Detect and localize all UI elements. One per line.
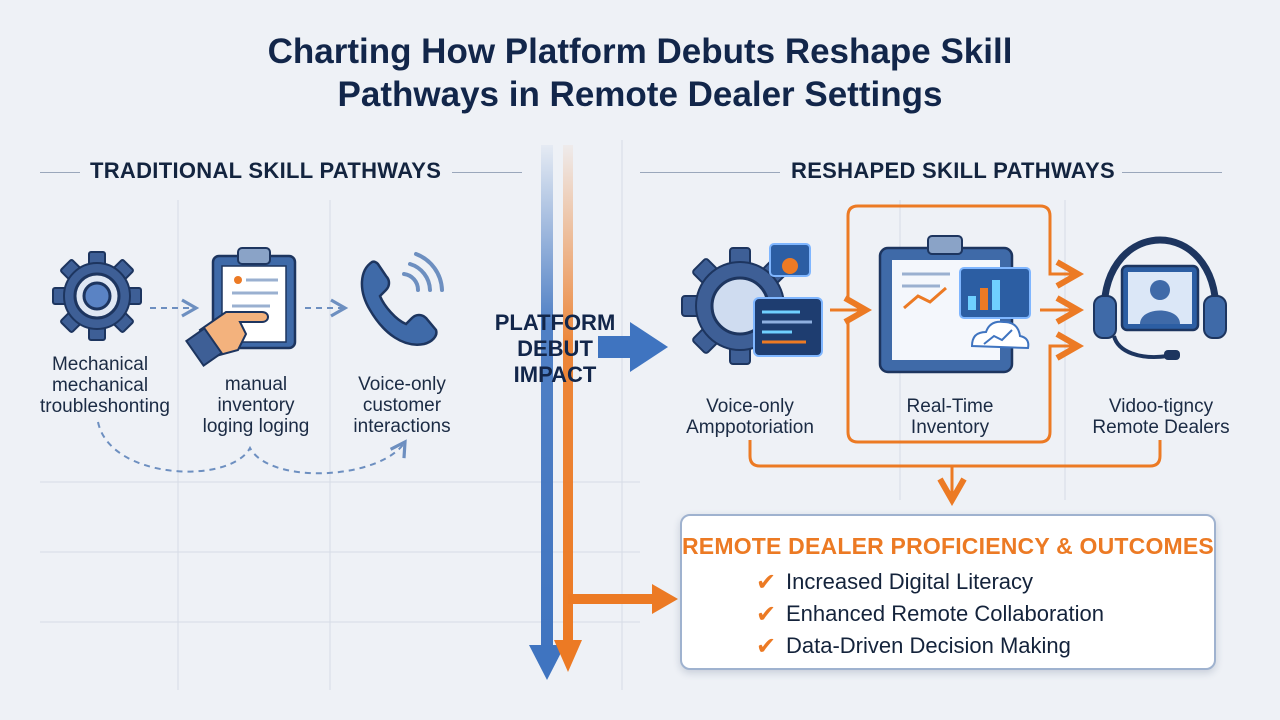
traditional-heading: TRADITIONAL SKILL PATHWAYS — [90, 158, 442, 183]
outcomes-title: REMOTE DEALER PROFICIENCY & OUTCOMES — [682, 533, 1214, 559]
reshaped-heading: RESHAPED SKILL PATHWAYS — [791, 158, 1115, 183]
impact-arrow — [598, 322, 668, 372]
clipboard-hand-icon — [184, 247, 297, 367]
phone-icon — [360, 252, 444, 346]
checkmark-icon: ✔ — [756, 568, 777, 596]
section-rule — [640, 172, 780, 173]
section-rule — [1122, 172, 1222, 173]
digital-gear-icon — [681, 243, 823, 365]
reshaped-label-2: Real-Time Inventory — [906, 396, 994, 438]
outcome-item: ✔Enhanced Remote Collaboration — [756, 600, 1104, 628]
reshaped-connectors — [748, 204, 1162, 500]
vertical-divider-arrows — [529, 145, 678, 680]
tablet-dashboard-icon — [878, 235, 1031, 374]
title-line-2: Pathways in Remote Dealer Settings — [337, 75, 943, 114]
section-rule — [452, 172, 522, 173]
outcome-item: ✔Data-Driven Decision Making — [756, 632, 1071, 660]
checkmark-icon: ✔ — [756, 600, 777, 628]
reshaped-label-3: Vidoo-tigncy Remote Dealers — [1092, 396, 1230, 438]
headset-video-icon — [1093, 236, 1227, 360]
outcome-item: ✔Increased Digital Literacy — [756, 568, 1034, 596]
platform-debut-impact-label: PLATFORM DEBUT IMPACT — [494, 310, 616, 387]
outcomes-panel: REMOTE DEALER PROFICIENCY & OUTCOMES ✔In… — [680, 514, 1216, 670]
section-rule — [40, 172, 80, 173]
traditional-label-2: manual inventory loging loging — [202, 374, 310, 437]
traditional-connectors — [97, 298, 407, 475]
traditional-label-1: Mechanical mechanical troubleshonting — [40, 354, 170, 417]
gear-icon — [52, 251, 142, 341]
page-title: Charting How Platform Debuts Reshape Ski… — [0, 30, 1280, 116]
title-line-1: Charting How Platform Debuts Reshape Ski… — [267, 32, 1013, 71]
reshaped-label-1: Voice-only Amppotoriation — [686, 396, 814, 438]
outcomes-list: ✔Increased Digital Literacy ✔Enhanced Re… — [756, 566, 1104, 662]
checkmark-icon: ✔ — [756, 632, 777, 660]
traditional-label-3: Voice-only customer interactions — [353, 374, 451, 437]
